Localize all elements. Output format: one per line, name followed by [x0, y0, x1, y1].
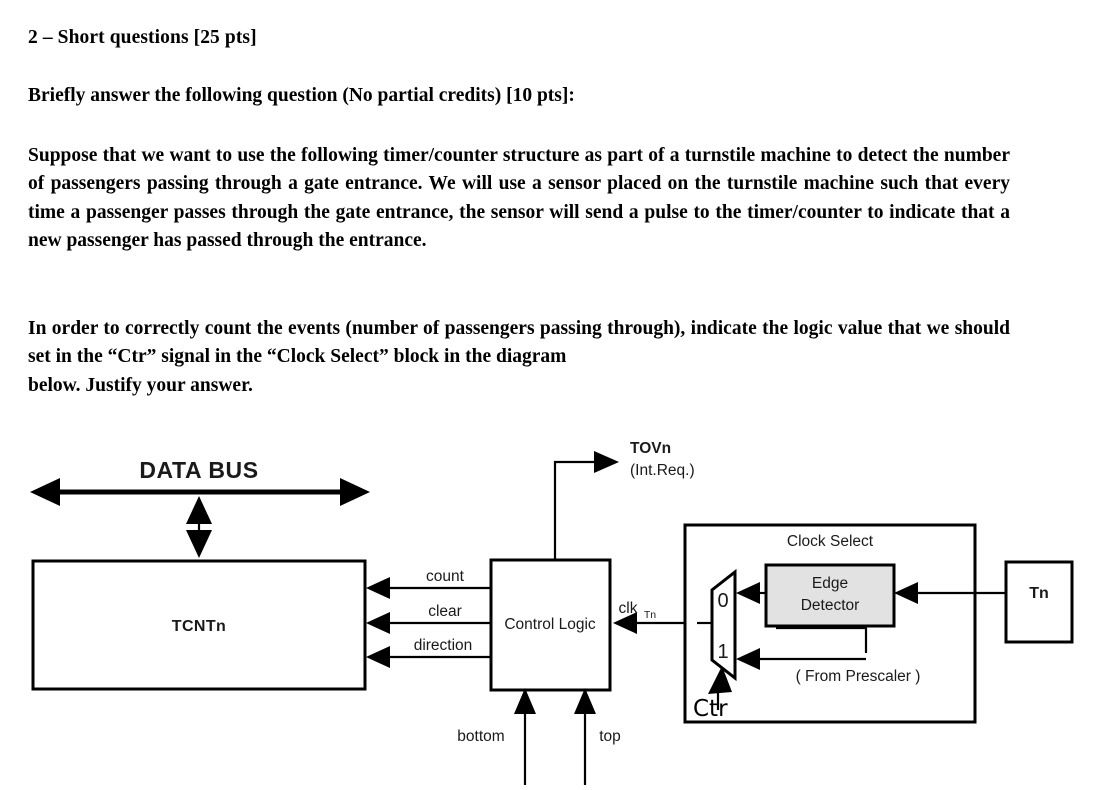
signal-direction-label: direction [414, 637, 473, 654]
clock-clktn-label: clk [619, 600, 638, 617]
interrupt-tovn-wire [553, 451, 619, 560]
edge-detector-block [764, 563, 896, 628]
mux-input-0-label: 0 [717, 590, 728, 612]
question-paragraph-task: In order to correctly count the events (… [28, 315, 1010, 400]
signal-direction-wire [366, 646, 491, 668]
question-paragraph-task-line2: below. Justify your answer. [28, 374, 253, 396]
edge-detector-label-line1: Edge [812, 575, 848, 592]
signal-clear-wire [366, 612, 491, 634]
signal-count-wire [366, 577, 491, 599]
timer-counter-block-diagram: DATA BUS TCNTn Control Logic count [0, 420, 1115, 785]
prescaler-to-mux-wire [736, 626, 868, 670]
edge-detector-label-line2: Detector [801, 597, 860, 614]
data-bus-to-counter-connector [186, 496, 212, 558]
signal-bottom-wire [514, 688, 536, 785]
clock-select-mux [710, 568, 737, 682]
mux-input-1-label: 1 [717, 641, 728, 663]
signal-clear-label: clear [428, 603, 462, 620]
counter-register-block [31, 559, 367, 691]
control-logic-label: Control Logic [504, 616, 596, 633]
interrupt-tovn-label: TOVn [630, 440, 671, 457]
question-paragraph-task-line1: In order to correctly count the events (… [28, 318, 1010, 368]
external-pin-tn-label: Tn [1029, 585, 1049, 602]
data-bus-arrow [30, 478, 370, 506]
signal-bottom-label: bottom [457, 728, 504, 745]
signal-top-label: top [599, 728, 621, 745]
clock-clktn-subscript: Tn [644, 609, 656, 621]
prescaler-note-label: ( From Prescaler ) [796, 668, 921, 685]
mux-select-ctr-wire [708, 666, 732, 710]
signal-top-wire [574, 688, 596, 785]
mux-select-ctr-label: Ctr [693, 696, 728, 722]
signal-count-label: count [426, 568, 465, 585]
edge-detector-to-mux-wire [736, 582, 766, 604]
external-pin-tn-block [1004, 560, 1074, 644]
control-logic-block [489, 558, 612, 692]
question-paragraph-scenario: Suppose that we want to use the followin… [28, 145, 1010, 252]
data-bus-label: DATA BUS [139, 457, 258, 483]
page-title: 2 – Short questions [25 pts] [28, 27, 257, 48]
interrupt-tovn-note: (Int.Req.) [630, 462, 695, 479]
question-instruction: Briefly answer the following question (N… [28, 85, 575, 106]
counter-register-label: TCNTn [172, 618, 226, 635]
clock-select-title: Clock Select [787, 533, 874, 550]
tn-to-edge-detector-wire [894, 582, 1006, 604]
